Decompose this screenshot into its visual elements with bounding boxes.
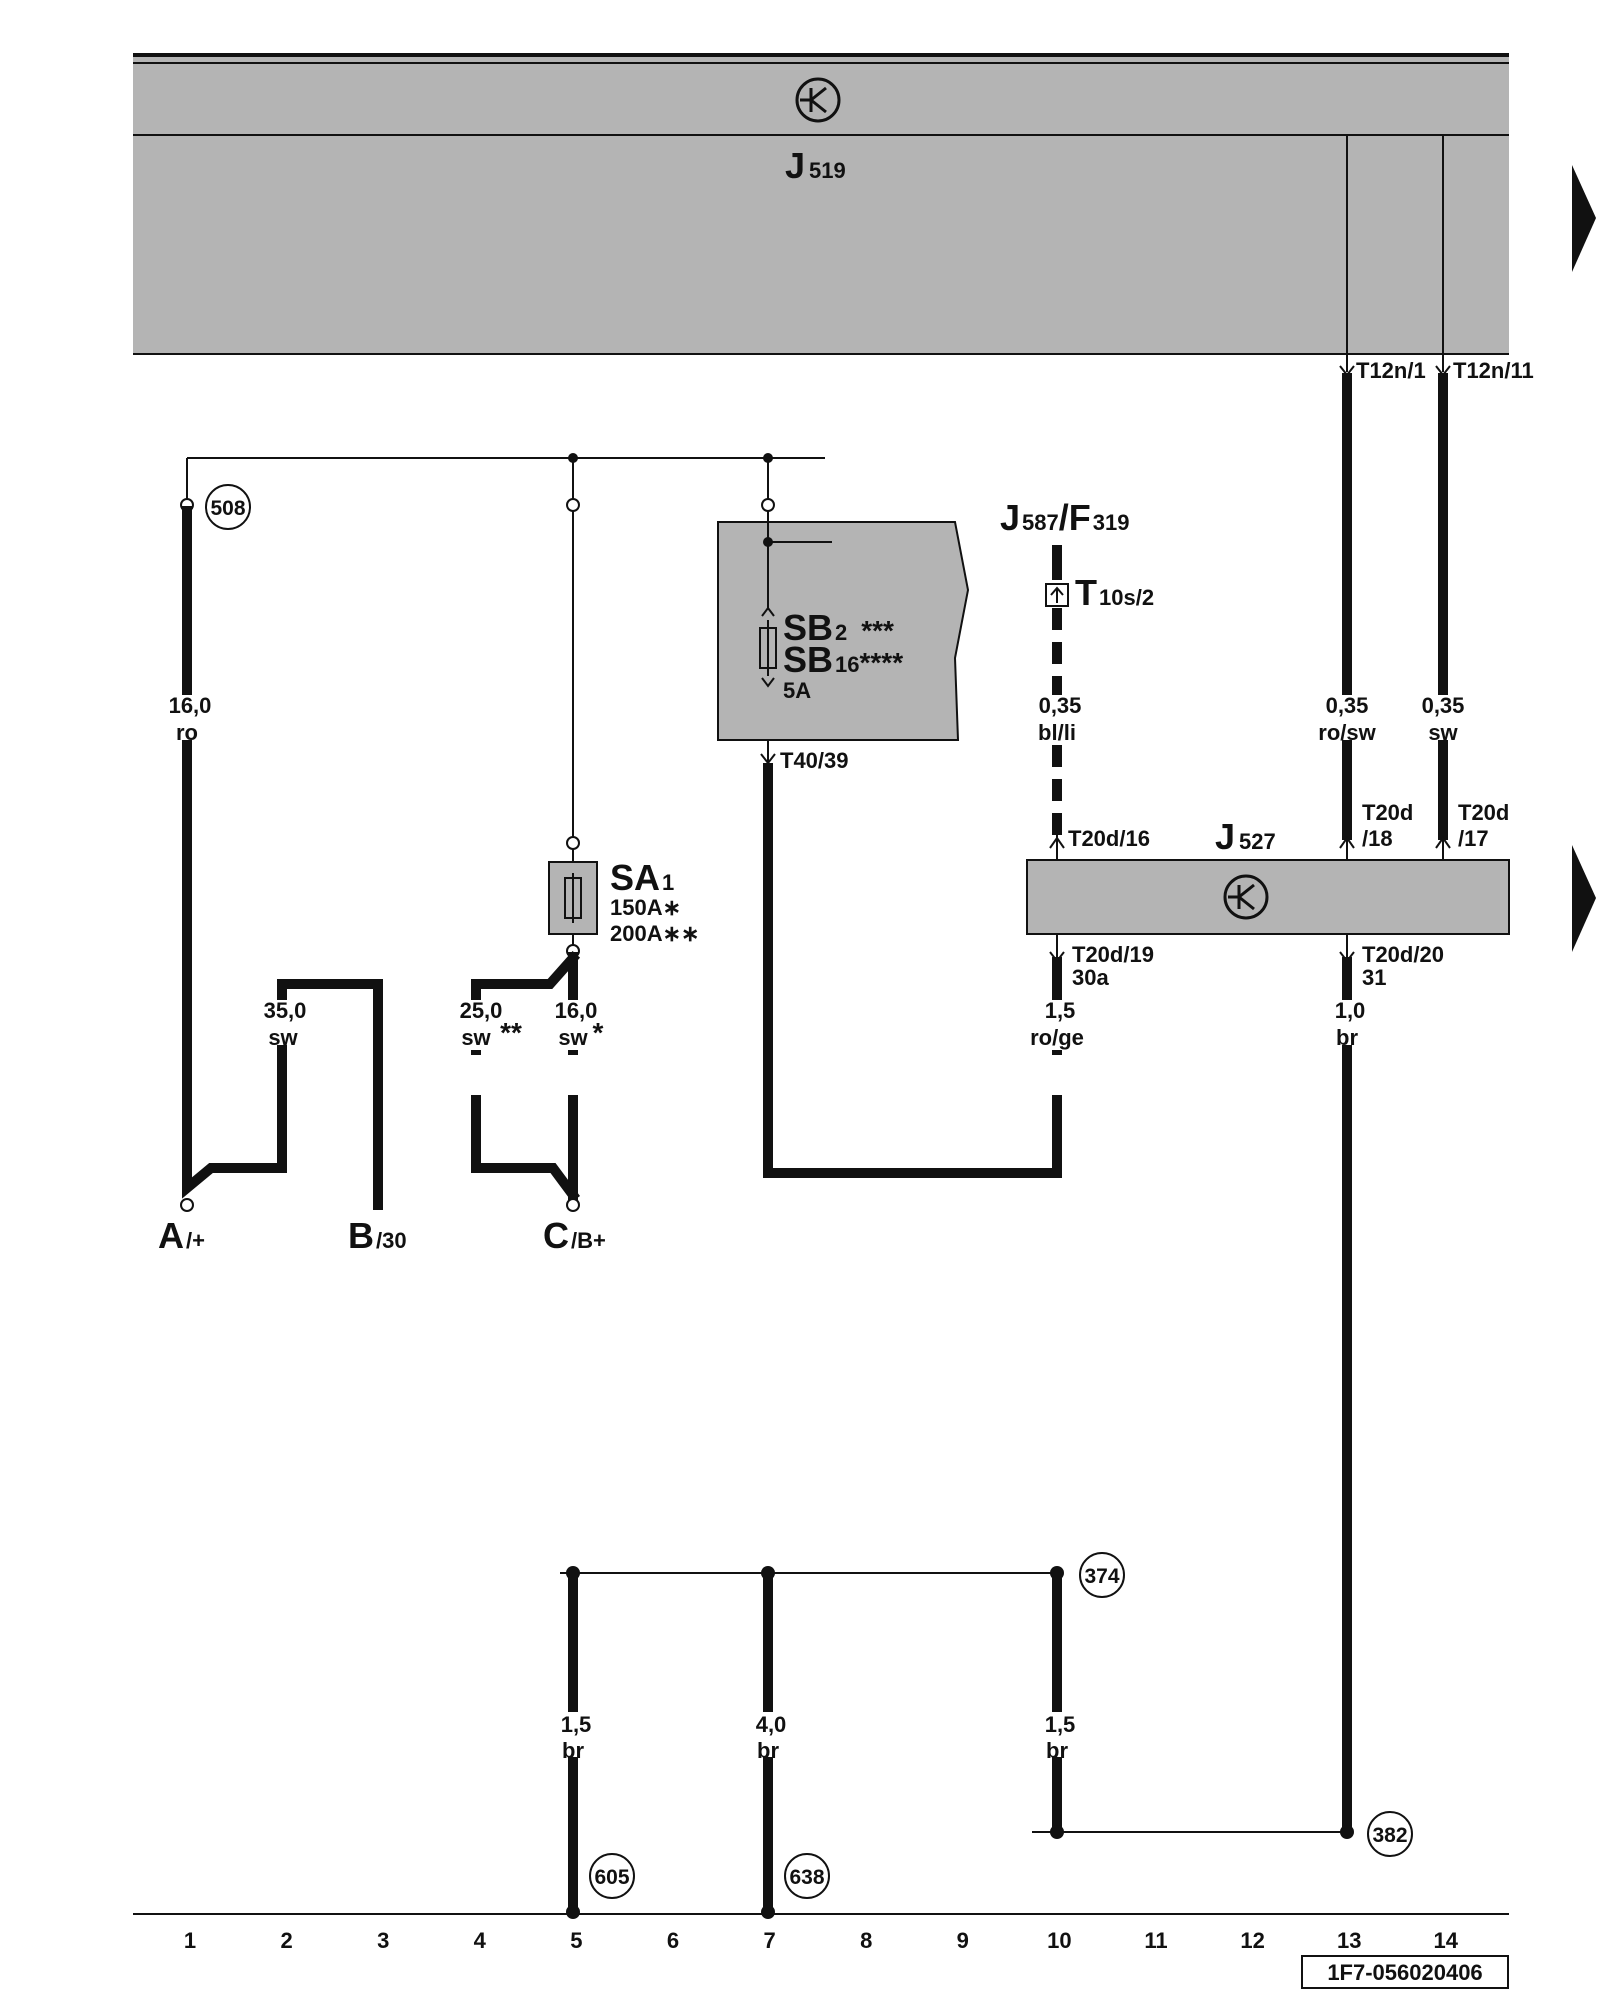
- wire-size: 0,35: [1326, 693, 1369, 718]
- wire-size: 1,5: [1045, 1712, 1076, 1737]
- wire-size: 4,0: [756, 1712, 787, 1737]
- connector-t20d-18: T20d: [1362, 800, 1413, 825]
- wire-color: bl/li: [1038, 720, 1076, 745]
- connector-t20d-19-term: 30a: [1072, 965, 1109, 990]
- continuation-arrow: [1572, 845, 1596, 952]
- transistor-icon: [1223, 874, 1269, 920]
- point-374: 374: [1079, 1552, 1125, 1598]
- sb2-label: SB2***: [783, 607, 894, 648]
- sb-rating: 5A: [783, 678, 811, 703]
- column-number: 3: [377, 1928, 389, 1953]
- transistor-icon: [795, 77, 841, 123]
- connector-t10s-2: T10s/2: [1075, 572, 1154, 613]
- svg-text:638: 638: [789, 1866, 824, 1889]
- svg-text:508: 508: [210, 497, 245, 520]
- continuation-arrow: [1572, 165, 1596, 272]
- sa1-rating-2: 200A∗∗: [610, 921, 699, 946]
- connector-t20d-20: T20d/20: [1362, 942, 1444, 967]
- sb16-label: SB16****: [783, 639, 903, 680]
- column-number: 14: [1434, 1928, 1459, 1953]
- wire-color: sw: [461, 1025, 491, 1050]
- wire-color: br: [757, 1738, 779, 1763]
- column-number: 2: [280, 1928, 292, 1953]
- wire-size: 0,35: [1039, 693, 1082, 718]
- wire-size: 1,0: [1335, 998, 1366, 1023]
- column-number: 9: [957, 1928, 969, 1953]
- wire-color: br: [562, 1738, 584, 1763]
- column-number: 1: [184, 1928, 196, 1953]
- connector-t40-39: T40/39: [780, 748, 849, 773]
- connector-t20d-16: T20d/16: [1068, 826, 1150, 851]
- connector-t20d-18-pin: /18: [1362, 826, 1393, 851]
- point-508: 508: [205, 484, 251, 530]
- svg-text:374: 374: [1084, 1565, 1119, 1588]
- sa1-label: SA1: [610, 857, 674, 898]
- connector-t20d-17-pin: /17: [1458, 826, 1489, 851]
- j587-f319-label: J587/F319: [1000, 497, 1129, 538]
- column-number: 4: [474, 1928, 487, 1953]
- wire-color: sw: [558, 1025, 588, 1050]
- column-number: 11: [1144, 1928, 1167, 1953]
- wire-size: 1,5: [1045, 998, 1076, 1023]
- variant-mark: **: [500, 1017, 522, 1048]
- connector-t12n-1: T12n/1: [1356, 358, 1426, 383]
- variant-mark: *: [593, 1017, 604, 1048]
- diagram-id: 1F7-056020406: [1301, 1955, 1509, 1989]
- connector-t20d-20-term: 31: [1362, 965, 1386, 990]
- wire-color: br: [1336, 1025, 1358, 1050]
- wire-color: ro/ge: [1030, 1025, 1084, 1050]
- column-number: 12: [1240, 1928, 1264, 1953]
- fuse-sa1: [548, 861, 598, 935]
- wire-size: 1,5: [561, 1712, 592, 1737]
- column-number: 10: [1047, 1928, 1071, 1953]
- fuse-box-sb: [717, 511, 970, 741]
- sa1-rating-1: 150A∗: [610, 895, 681, 920]
- wire-size: 0,35: [1422, 693, 1465, 718]
- terminal-c: C/B+: [543, 1215, 606, 1256]
- column-number: 7: [763, 1928, 775, 1953]
- terminal-b: B/30: [348, 1215, 407, 1256]
- point-382: 382: [1367, 1811, 1413, 1857]
- wire-color: br: [1046, 1738, 1068, 1763]
- point-638: 638: [784, 1853, 830, 1899]
- connector-t12n-11: T12n/11: [1453, 358, 1534, 383]
- terminal-a: A/+: [158, 1215, 205, 1256]
- column-number: 13: [1337, 1928, 1361, 1953]
- wire-size: 16,0: [555, 998, 598, 1023]
- wire-size: 16,0: [169, 693, 212, 718]
- column-number: 6: [667, 1928, 679, 1953]
- wire-size: 35,0: [264, 998, 307, 1023]
- connector-t20d-19: T20d/19: [1072, 942, 1154, 967]
- wire-size: 25,0: [460, 998, 503, 1023]
- svg-text:1F7-056020406: 1F7-056020406: [1327, 1960, 1482, 1985]
- connector-icon: [1045, 583, 1069, 607]
- connector-t20d-17: T20d: [1458, 800, 1509, 825]
- wire-color: ro: [176, 720, 198, 745]
- svg-text:382: 382: [1372, 1824, 1407, 1847]
- point-605: 605: [589, 1853, 635, 1899]
- svg-text:605: 605: [594, 1866, 629, 1889]
- column-number: 8: [860, 1928, 872, 1953]
- column-number: 5: [570, 1928, 582, 1953]
